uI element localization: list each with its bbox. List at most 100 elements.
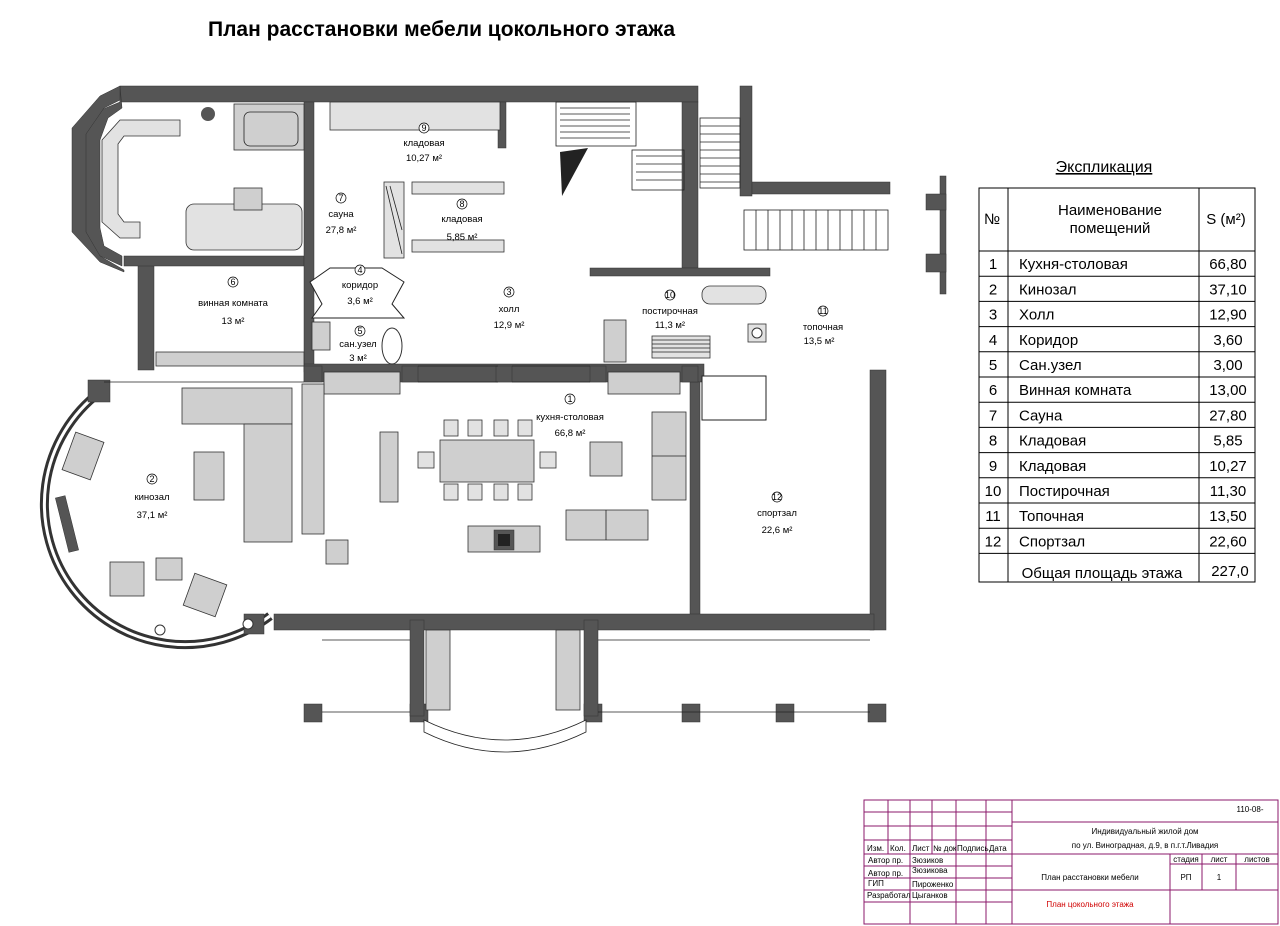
svg-text:Автор пр.: Автор пр. <box>868 869 903 878</box>
svg-text:спортзал: спортзал <box>757 508 797 519</box>
svg-text:12,9 м²: 12,9 м² <box>494 320 525 331</box>
svg-text:9: 9 <box>421 123 426 133</box>
svg-text:План цокольного этажа: План цокольного этажа <box>1046 900 1134 909</box>
cinema-room <box>39 379 304 650</box>
svg-text:постирочная: постирочная <box>642 306 698 317</box>
row-number: 6 <box>989 382 997 399</box>
row-name: Кладовая <box>1019 458 1086 475</box>
row-area: 22,60 <box>1209 533 1247 550</box>
svg-text:стадия: стадия <box>1173 855 1199 864</box>
svg-text:3: 3 <box>506 287 511 297</box>
svg-text:сауна: сауна <box>328 209 354 220</box>
room-2-label: 2 кинозал 37,1 м² <box>134 473 170 521</box>
row-area: 12,90 <box>1209 307 1247 324</box>
row-name: Винная комната <box>1019 382 1132 399</box>
svg-text:227,0: 227,0 <box>1211 563 1249 580</box>
row-name: Сауна <box>1019 407 1063 424</box>
svg-text:11,3 м²: 11,3 м² <box>655 320 685 331</box>
sauna-furniture <box>101 101 505 259</box>
svg-text:лист: лист <box>1211 855 1228 864</box>
svg-text:коридор: коридор <box>342 280 378 291</box>
svg-text:27,8 м²: 27,8 м² <box>326 225 357 236</box>
row-number: 1 <box>989 256 997 273</box>
svg-text:Изм.: Изм. <box>867 844 884 853</box>
room-3-label: 3 холл 12,9 м² <box>494 286 525 331</box>
room-7-label: 7 сауна 27,8 м² <box>326 192 357 236</box>
row-area: 37,10 <box>1209 281 1247 298</box>
svg-text:помещений: помещений <box>1070 220 1151 237</box>
svg-text:листов: листов <box>1244 855 1269 864</box>
svg-text:Зюзикова: Зюзикова <box>912 866 948 875</box>
room-4-label: 4 коридор 3,6 м² <box>342 264 378 307</box>
row-number: 11 <box>985 508 1001 525</box>
row-number: 2 <box>989 281 997 298</box>
svg-text:Наименование: Наименование <box>1058 202 1162 219</box>
svg-text:Пироженко: Пироженко <box>912 880 954 889</box>
staircase <box>555 101 889 251</box>
svg-text:5,85 м²: 5,85 м² <box>447 232 478 243</box>
svg-text:Подпись: Подпись <box>957 844 989 853</box>
row-area: 13,50 <box>1209 508 1247 525</box>
explication-row: 12 Спортзал 22,60 <box>985 533 1247 550</box>
explication-table: Экспликация № Наименование помещений S (… <box>978 159 1256 583</box>
page-title: План расстановки мебели цокольного этажа <box>208 18 676 41</box>
row-area: 5,85 <box>1213 433 1242 450</box>
svg-text:3,6 м²: 3,6 м² <box>347 296 373 307</box>
room-1-label: 1 кухня-столовая 66,8 м² <box>536 393 604 439</box>
room-12-label: 12 спортзал 22,6 м² <box>757 491 797 536</box>
room-11-label: 11 топочная 13,5 м² <box>803 305 843 347</box>
explication-row: 8 Кладовая 5,85 <box>989 433 1243 450</box>
row-number: 8 <box>989 433 997 450</box>
svg-text:8: 8 <box>459 199 464 209</box>
svg-text:План расстановки мебели: План расстановки мебели <box>1041 873 1138 882</box>
room-labels: 1 кухня-столовая 66,8 м² 2 кинозал 37,1 … <box>134 122 843 536</box>
svg-text:винная комната: винная комната <box>198 298 269 309</box>
row-number: 12 <box>985 533 1002 550</box>
svg-text:13,5 м²: 13,5 м² <box>804 336 835 347</box>
svg-text:12: 12 <box>772 492 782 502</box>
svg-text:холл: холл <box>499 304 520 315</box>
svg-text:6: 6 <box>230 277 235 287</box>
svg-text:S (м²): S (м²) <box>1206 211 1245 228</box>
svg-text:2: 2 <box>149 474 154 484</box>
laundry-boiler-gym <box>603 285 767 421</box>
room-6-label: 6 винная комната 13 м² <box>198 276 269 327</box>
room-8-label: 8 кладовая 5,85 м² <box>441 198 483 243</box>
wine-room <box>155 267 406 367</box>
kitchen-furniture <box>301 365 687 565</box>
svg-text:10,27 м²: 10,27 м² <box>406 153 442 164</box>
row-number: 7 <box>989 407 997 424</box>
svg-text:Кол.: Кол. <box>890 844 906 853</box>
row-area: 11,30 <box>1210 483 1246 500</box>
svg-text:22,6 м²: 22,6 м² <box>762 525 793 536</box>
row-area: 10,27 <box>1209 458 1247 475</box>
svg-text:66,8 м²: 66,8 м² <box>555 428 586 439</box>
row-name: Постирочная <box>1019 483 1110 500</box>
svg-text:Экспликация: Экспликация <box>1056 159 1153 176</box>
svg-text:кладовая: кладовая <box>441 214 482 225</box>
svg-text:3 м²: 3 м² <box>349 353 367 364</box>
row-number: 5 <box>989 357 997 374</box>
svg-text:37,1 м²: 37,1 м² <box>137 510 168 521</box>
svg-text:Индивидуальный жилой дом: Индивидуальный жилой дом <box>1091 827 1198 836</box>
svg-text:1: 1 <box>1217 873 1222 882</box>
room-9-label: 9 кладовая 10,27 м² <box>403 122 445 164</box>
svg-text:11: 11 <box>818 306 827 316</box>
svg-text:Общая площадь этажа: Общая площадь этажа <box>1022 565 1183 582</box>
title-block: 110-08- Индивидуальный жилой дом по ул. … <box>863 799 1279 925</box>
svg-text:РП: РП <box>1180 873 1191 882</box>
svg-text:топочная: топочная <box>803 322 843 333</box>
svg-text:кинозал: кинозал <box>134 492 169 503</box>
room-10-label: 10 постирочная 11,3 м² <box>642 289 698 331</box>
svg-text:сан.узел: сан.узел <box>339 339 376 350</box>
row-name: Спортзал <box>1019 533 1085 550</box>
row-name: Кладовая <box>1019 433 1086 450</box>
svg-text:1: 1 <box>567 394 572 404</box>
